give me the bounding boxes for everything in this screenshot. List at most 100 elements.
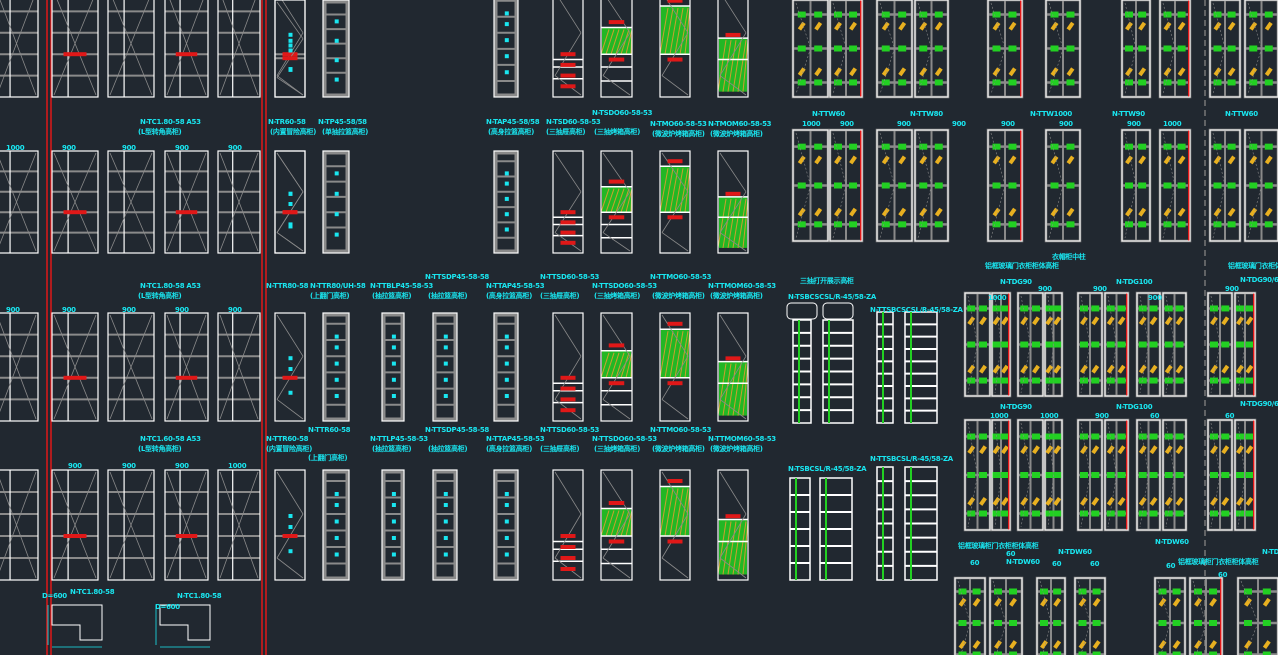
wardrobe-door-elevation [1158,0,1192,99]
dimension-label: 60 [970,559,980,567]
hinge-icon [1020,305,1029,312]
wardrobe-door-elevation [1016,291,1045,398]
hinge-icon [1020,510,1029,517]
dimension-label: 60 [1150,412,1160,420]
lock-icon [814,155,823,165]
lock-icon [994,640,1002,650]
hinge-icon [1209,620,1218,626]
hinge-icon [1125,11,1133,18]
lock-icon [881,207,890,217]
wardrobe-door-elevation [1236,576,1278,655]
cabinet-elevation [552,312,584,422]
hinge-icon [967,472,976,478]
lock-icon [1032,496,1040,506]
wardrobe-door-elevation [1044,0,1082,99]
hinge-icon [1164,472,1173,478]
cabinet-label: N-TTMOM60-58-53 [708,435,776,443]
lock-icon [898,207,907,217]
wardrobe-door-elevation [1243,128,1278,243]
hinge-icon [1138,433,1147,440]
lock-icon [1221,316,1230,326]
lock-icon [1149,445,1158,455]
cabinet-elevation [659,312,691,422]
cabinet-label: N-TTW1000 [1030,110,1072,118]
cabinet-label: (抽拉篮高柜) [372,445,412,453]
hinge-mark [288,67,293,72]
lock-icon [881,155,890,165]
rack-elevation [876,311,894,424]
dimension-label: 60 [1090,560,1100,568]
appliance-hatch [719,38,747,92]
hinge-icon [898,79,907,86]
cabinet-elevation [717,469,749,581]
hinge-icon [849,11,858,18]
wardrobe-door-elevation [1161,418,1188,532]
hinge-icon [1117,377,1126,384]
cabinet-label: N-TTAP45-58-53 [486,435,545,443]
dimension-label: 1000 [6,144,25,152]
lock-icon [1106,445,1115,455]
hinge-mark [504,492,509,496]
hinge-icon [992,221,1001,228]
handle-mark [282,52,298,57]
hinge-icon [898,11,907,18]
hinge-icon [1221,341,1230,348]
dimension-label: 900 [952,120,966,128]
dimension-label: 900 [1095,412,1109,420]
cabinet-label: 衣帽柜中柱 [1052,253,1086,261]
hinge-mark [288,367,293,371]
wardrobe-door-elevation [1206,291,1234,398]
cabinet-label: D=600 [155,603,180,611]
hinge-mark [334,394,339,398]
lock-icon [1221,496,1230,506]
cabinet-elevation [107,0,155,98]
lock-icon [1244,640,1252,650]
cabinet-label: N-TDW60 [1058,548,1092,556]
hinge-mark [443,503,448,507]
hinge-icon [1149,433,1158,440]
handle-mark [608,539,625,544]
dimension-label: 60 [1052,560,1062,568]
hinge-icon [1236,472,1244,478]
hinge-mark [334,345,339,350]
appliance-hatch [661,486,689,536]
hinge-icon [1244,620,1252,626]
hinge-mark [288,390,293,395]
hinge-mark [504,536,509,540]
cabinet-label: N-TP45-58/58 [318,118,367,126]
handle-mark [560,397,576,402]
cabinet-elevation [659,0,691,98]
appliance-hatch [602,27,631,55]
hinge-icon [1164,510,1173,517]
cabinet-label: N-TTSBCSCSL/R-45/58-ZA [870,306,963,314]
hinge-icon [1092,620,1101,626]
hinge-icon [1080,341,1088,348]
cabinet-elevation [432,469,458,581]
lock-icon [1249,21,1258,31]
handle-mark [608,20,625,25]
hinge-icon [1050,11,1059,18]
dimension-label: 900 [62,306,76,314]
lock-icon [1125,207,1133,217]
hinge-icon [1227,143,1236,150]
hinge-icon [1149,341,1158,348]
lock-icon [1262,640,1271,650]
dimension-label: 1000 [1040,412,1059,420]
hinge-icon [1050,221,1059,228]
cabinet-label: 铝框玻璃柜门衣柜柜体高柜 [1178,558,1259,566]
lock-icon [1009,597,1017,607]
hinge-icon [967,341,976,348]
handle-mark [667,57,683,62]
lock-icon [1264,21,1273,31]
cabinet-label: (微波炉烤箱高柜) [710,445,763,453]
hinge-icon [1050,79,1059,86]
hinge-icon [881,182,890,189]
appliance-hatch [719,361,747,416]
hinge-icon [1249,45,1258,52]
hinge-mark [334,503,339,507]
cabinet-label: N-TMO60-58-53 [650,120,707,128]
lock-icon [1172,597,1181,607]
lock-icon [1125,67,1133,77]
hinge-icon [934,45,943,52]
